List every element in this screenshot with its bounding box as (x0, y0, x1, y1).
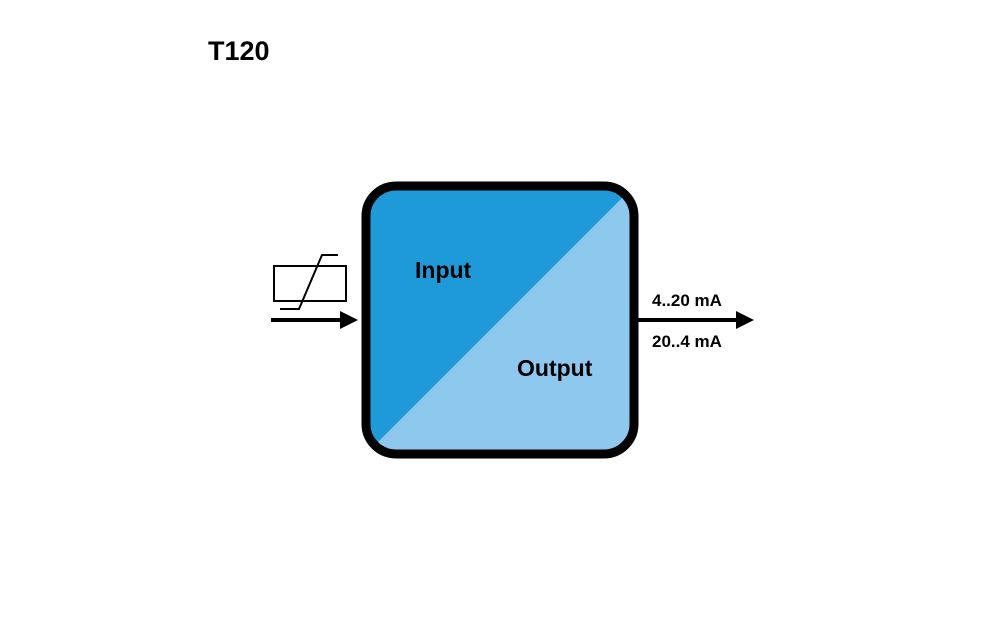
output-signal-inverted: 20..4 mA (652, 332, 722, 351)
output-label: Output (517, 355, 593, 381)
input-region (366, 186, 634, 454)
diagram-title: T120 (208, 36, 270, 66)
output-arrow-icon (634, 311, 754, 329)
input-label: Input (415, 257, 472, 283)
input-arrow-icon (271, 311, 358, 329)
output-signal-normal: 4..20 mA (652, 291, 722, 310)
thermistor-icon (273, 254, 347, 310)
converter-block: Input Output (361, 181, 639, 459)
